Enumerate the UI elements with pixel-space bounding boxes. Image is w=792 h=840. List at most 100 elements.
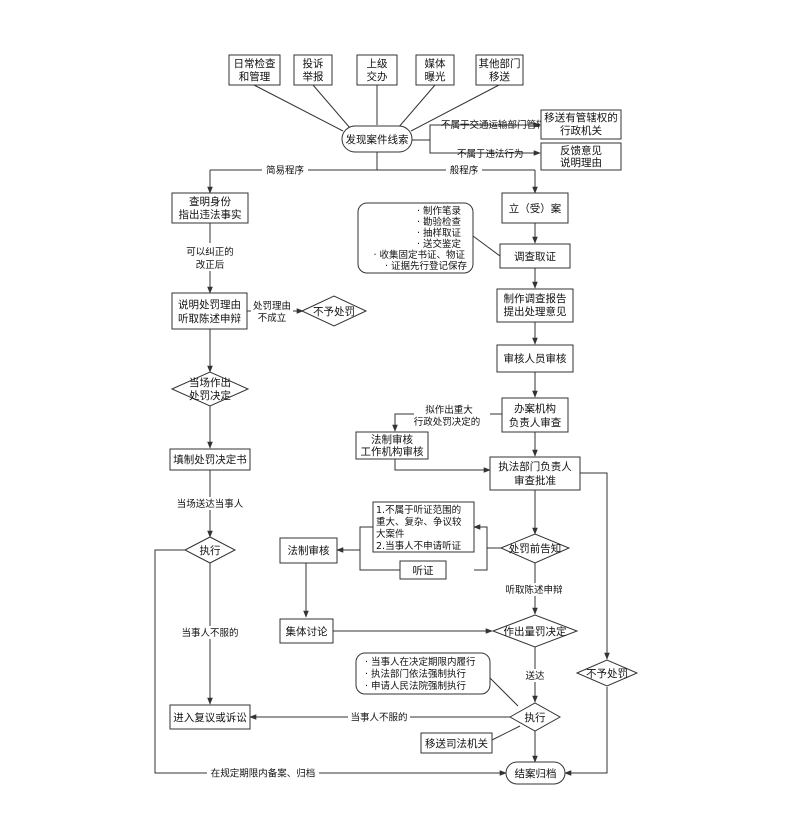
source-complaint: 投诉 举报 bbox=[293, 54, 333, 86]
judicial-node: 移送司法机关 bbox=[420, 732, 493, 754]
source-boxes: 日常检查 和管理 投诉 举报 上级 交办 媒体 曝光 其他部门 移送 bbox=[228, 54, 524, 86]
no-penalty-right-label: 不予处罚 bbox=[586, 668, 628, 680]
check-id-line2: 指出违法事实 bbox=[179, 208, 242, 221]
source-superior-line1: 上级 bbox=[367, 58, 388, 70]
register-label: 立（受）案 bbox=[509, 202, 562, 215]
reason-invalid-line2: 不成立 bbox=[258, 312, 287, 324]
no-penalty-left-label: 不予处罚 bbox=[313, 306, 355, 318]
simple-procedure-label: 简易程序 bbox=[266, 165, 305, 177]
step-sampling: · 抽样取证 bbox=[417, 227, 462, 239]
handling-head-line1: 办案机构 bbox=[514, 402, 556, 415]
check-id-line1: 查明身份 bbox=[189, 195, 231, 208]
review-node: 审核人员审核 bbox=[496, 344, 574, 373]
source-other-dept-line2: 移送 bbox=[489, 70, 510, 83]
notice-label: 处罚前告知 bbox=[509, 542, 562, 555]
hearing-condition-line2: 重大、复杂、争议较 bbox=[376, 516, 462, 528]
step-record: · 制作笔录 bbox=[417, 205, 462, 217]
step-inspection: · 勘验检查 bbox=[417, 216, 462, 228]
handling-head-line2: 负责人审查 bbox=[509, 416, 562, 429]
step-preserve: · 证据先行登记保存 bbox=[385, 260, 468, 272]
reconsider-node: 进入复议或诉讼 bbox=[169, 704, 251, 730]
discover-node: 发现案件线索 bbox=[341, 125, 413, 153]
execute-right-node: 执行 bbox=[508, 702, 562, 732]
source-media-line2: 曝光 bbox=[425, 70, 446, 83]
exec-option-1: · 当事人在决定期限内履行 bbox=[365, 656, 476, 668]
source-superior-line2: 交办 bbox=[367, 70, 388, 83]
execute-right-label: 执行 bbox=[525, 711, 546, 724]
feedback-line1: 反馈意见 bbox=[560, 144, 602, 157]
deliver-onsite-label: 当场送达当事人 bbox=[177, 498, 244, 510]
exec-option-3: · 申请人民法院强制执行 bbox=[365, 680, 467, 692]
legal-review-org-line1: 法制审核 bbox=[371, 433, 413, 446]
hearing-condition-line1: 1.不属于听证范围的 bbox=[376, 504, 461, 516]
report-node: 制作调查报告 提出处理意见 bbox=[496, 288, 574, 323]
hearing-condition-line4: 2.当事人不申请听证 bbox=[376, 540, 462, 552]
on-site-line2: 处罚决定 bbox=[189, 389, 231, 402]
fill-form-label: 填制处罚决定书 bbox=[173, 453, 247, 466]
on-site-line1: 当场作出 bbox=[189, 376, 231, 389]
explain-reason-node: 说明处罚理由 听取陈述申辩 bbox=[171, 292, 248, 330]
hearing-node: 听证 bbox=[399, 560, 447, 580]
decision-label: 作出量罚决定 bbox=[504, 625, 567, 638]
general-procedure-label: 般程序 bbox=[450, 165, 479, 177]
discover-label: 发现案件线索 bbox=[346, 133, 409, 146]
no-penalty-left-node: 不予处罚 bbox=[300, 295, 368, 327]
source-complaint-line2: 举报 bbox=[303, 70, 324, 83]
archive-label: 结案归档 bbox=[515, 767, 557, 780]
transfer-authority-line2: 行政机关 bbox=[560, 124, 602, 137]
not-transport-label: 不属于交通运输部门管辖 bbox=[441, 119, 546, 131]
archive-node: 结案归档 bbox=[505, 761, 566, 785]
major-case-line2: 行政处罚决定的 bbox=[414, 416, 481, 428]
investigate-label: 调查取证 bbox=[514, 250, 556, 263]
feedback-line2: 说明理由 bbox=[560, 156, 602, 169]
legal-review-org-line2: 工作机构审核 bbox=[361, 445, 424, 458]
register-node: 立（受）案 bbox=[501, 192, 569, 224]
reconsider-label: 进入复议或诉讼 bbox=[173, 711, 247, 724]
execute-left-label: 执行 bbox=[200, 544, 221, 557]
transfer-authority-node: 移送有管辖权的 行政机关 bbox=[540, 109, 622, 140]
legal-review-node: 法制审核 bbox=[279, 537, 338, 564]
law-head-line1: 执法部门负责人 bbox=[498, 460, 572, 473]
hearing-conditions-node: 1.不属于听证范围的 重大、复杂、争议较 大案件 2.当事人不申请听证 bbox=[372, 501, 475, 553]
explain-reason-line2: 听取陈述申辩 bbox=[178, 312, 241, 325]
listen-label: 听取陈述申辩 bbox=[505, 584, 563, 596]
major-case-line1: 拟作出重大 bbox=[425, 404, 473, 416]
reason-invalid-line1: 处罚理由 bbox=[253, 300, 291, 312]
source-superior: 上级 交办 bbox=[356, 54, 398, 86]
decision-node: 作出量罚决定 bbox=[491, 614, 579, 648]
fill-form-node: 填制处罚决定书 bbox=[169, 448, 251, 471]
dissatisfied-left-label: 当事人不服的 bbox=[181, 627, 238, 639]
check-id-node: 查明身份 指出违法事实 bbox=[171, 192, 249, 224]
transfer-authority-line1: 移送有管辖权的 bbox=[544, 111, 618, 124]
legal-review-label: 法制审核 bbox=[288, 544, 330, 557]
dissatisfied-right-label: 当事人不服的 bbox=[350, 712, 407, 724]
not-violation-label: 不属于违法行为 bbox=[457, 148, 524, 160]
execute-left-node: 执行 bbox=[183, 536, 237, 564]
handling-head-node: 办案机构 负责人审查 bbox=[501, 397, 569, 433]
judicial-label: 移送司法机关 bbox=[425, 737, 488, 750]
source-other-dept: 其他部门 移送 bbox=[475, 54, 524, 86]
explain-reason-line1: 说明处罚理由 bbox=[178, 298, 241, 311]
legal-review-org-node: 法制审核 工作机构审核 bbox=[355, 431, 429, 460]
investigation-steps-node: · 制作笔录 · 勘验检查 · 抽样取证 · 送交鉴定 · 收集固定书证、物证 … bbox=[357, 202, 474, 274]
deliver-label: 送达 bbox=[525, 670, 545, 682]
hearing-label: 听证 bbox=[413, 565, 434, 577]
collective-node: 集体讨论 bbox=[279, 618, 334, 644]
source-daily-check-line2: 和管理 bbox=[239, 70, 271, 83]
review-label: 审核人员审核 bbox=[504, 352, 567, 365]
file-note-label: 在规定期限内备案、归档 bbox=[211, 768, 316, 780]
on-site-decision-node: 当场作出 处罚决定 bbox=[170, 371, 250, 407]
feedback-node: 反馈意见 说明理由 bbox=[540, 142, 622, 171]
report-line1: 制作调查报告 bbox=[504, 292, 567, 305]
source-daily-check-line1: 日常检查 bbox=[234, 57, 276, 70]
source-daily-check: 日常检查 和管理 bbox=[228, 54, 281, 86]
investigate-node: 调查取证 bbox=[499, 243, 571, 269]
correct-label-line2: 改正后 bbox=[196, 259, 225, 271]
exec-option-2: · 执法部门依法强制执行 bbox=[365, 668, 467, 680]
source-media: 媒体 曝光 bbox=[415, 54, 455, 86]
source-complaint-line1: 投诉 bbox=[303, 57, 324, 70]
source-media-line1: 媒体 bbox=[425, 57, 446, 70]
notice-node: 处罚前告知 bbox=[499, 533, 571, 564]
hearing-condition-line3: 大案件 bbox=[376, 528, 405, 540]
